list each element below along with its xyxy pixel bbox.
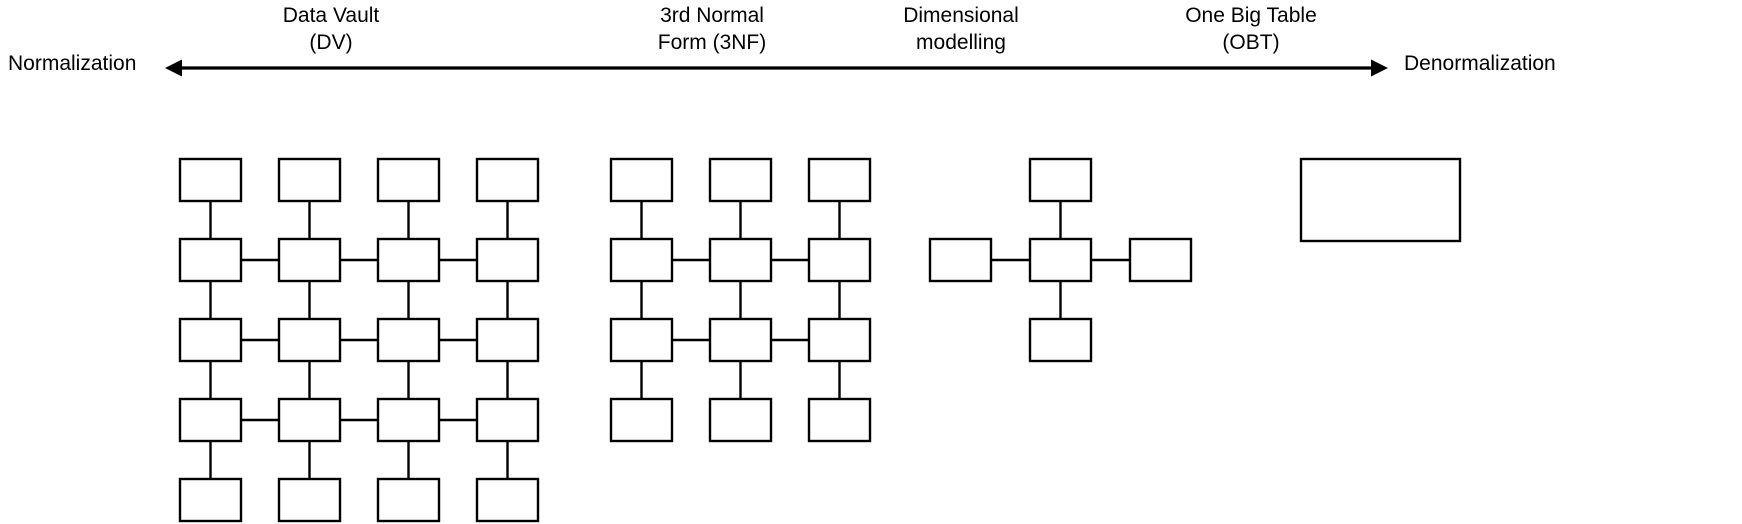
data-vault-grid-box-0-0[interactable] xyxy=(178,157,243,203)
data-vault-grid-box-4-0[interactable] xyxy=(178,477,243,523)
dimensional-star-dim-bottom[interactable] xyxy=(1028,317,1093,363)
dimensional-star-fact-box[interactable] xyxy=(1028,237,1093,283)
third-normal-form-grid-box-2-2[interactable] xyxy=(807,317,872,363)
dimensional-star-dim-top[interactable] xyxy=(1028,157,1093,203)
stage-label-obt: One Big Table (OBT) xyxy=(1185,4,1317,54)
data-vault-grid-box-4-3[interactable] xyxy=(475,477,540,523)
axis-label-denormalization: Denormalization xyxy=(1404,52,1556,75)
data-vault-grid-box-4-2[interactable] xyxy=(376,477,441,523)
axis-label-normalization: Normalization xyxy=(8,52,137,75)
data-vault-grid-box-4-1[interactable] xyxy=(277,477,342,523)
third-normal-form-grid-box-0-0[interactable] xyxy=(609,157,674,203)
third-normal-form-grid-box-3-0[interactable] xyxy=(609,397,674,443)
data-vault-grid-box-1-2[interactable] xyxy=(376,237,441,283)
data-vault-grid-box-3-3[interactable] xyxy=(475,397,540,443)
data-vault-grid-box-2-2[interactable] xyxy=(376,317,441,363)
data-vault-grid-box-1-0[interactable] xyxy=(178,237,243,283)
third-normal-form-grid-box-2-0[interactable] xyxy=(609,317,674,363)
data-vault-grid-box-3-0[interactable] xyxy=(178,397,243,443)
one-big-table-box[interactable] xyxy=(1299,157,1462,243)
data-vault-grid-box-2-0[interactable] xyxy=(178,317,243,363)
stage-label-3nf: 3rd Normal Form (3NF) xyxy=(657,4,767,54)
stage-label-dv: Data Vault (DV) xyxy=(282,4,380,54)
dimensional-star-dim-right[interactable] xyxy=(1128,237,1193,283)
data-vault-grid-box-1-3[interactable] xyxy=(475,237,540,283)
third-normal-form-grid-box-1-1[interactable] xyxy=(708,237,773,283)
third-normal-form-grid-box-1-0[interactable] xyxy=(609,237,674,283)
stage-label-dim: Dimensional modelling xyxy=(903,4,1019,54)
third-normal-form-grid-box-2-1[interactable] xyxy=(708,317,773,363)
data-vault-grid-box-2-3[interactable] xyxy=(475,317,540,363)
data-vault-grid-box-0-3[interactable] xyxy=(475,157,540,203)
third-normal-form-grid-box-0-1[interactable] xyxy=(708,157,773,203)
data-vault-grid-box-2-1[interactable] xyxy=(277,317,342,363)
data-vault-grid-box-0-2[interactable] xyxy=(376,157,441,203)
third-normal-form-grid-box-3-1[interactable] xyxy=(708,397,773,443)
data-vault-grid-box-1-1[interactable] xyxy=(277,237,342,283)
data-vault-grid-box-0-1[interactable] xyxy=(277,157,342,203)
data-vault-grid-box-3-1[interactable] xyxy=(277,397,342,443)
third-normal-form-grid-box-0-2[interactable] xyxy=(807,157,872,203)
data-vault-grid-box-3-2[interactable] xyxy=(376,397,441,443)
third-normal-form-grid-box-1-2[interactable] xyxy=(807,237,872,283)
dimensional-star-dim-left[interactable] xyxy=(928,237,993,283)
third-normal-form-grid-box-3-2[interactable] xyxy=(807,397,872,443)
